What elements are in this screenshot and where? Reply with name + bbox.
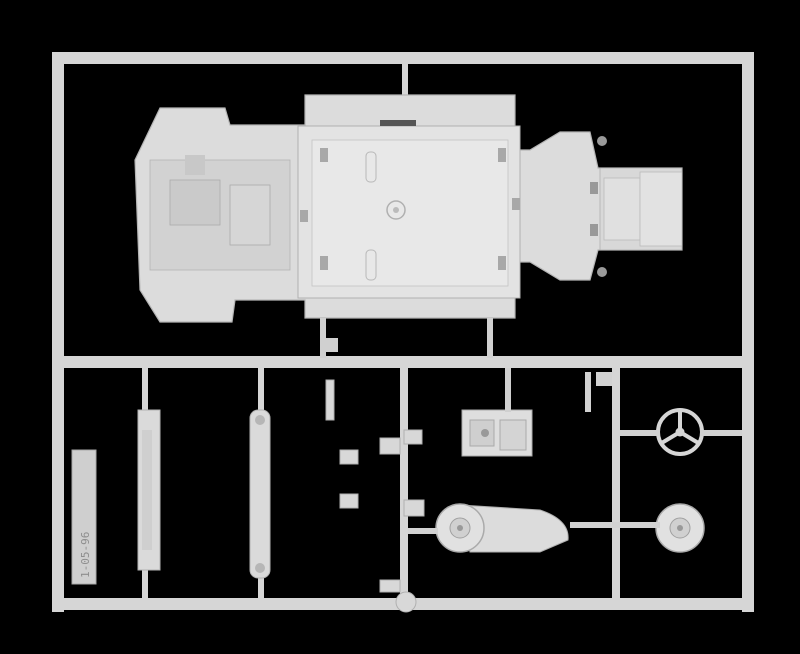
lower-right-gates — [408, 372, 742, 534]
sprue-tag-text: 1-05-96 — [79, 532, 92, 578]
chassis-part — [134, 94, 683, 323]
sprue-tag-plate: 1-05-96 — [71, 449, 97, 585]
side-rail-part-right — [249, 409, 271, 579]
wheel-part — [655, 503, 705, 553]
wheel-fender-part — [435, 503, 569, 553]
side-rail-part-left — [137, 409, 161, 571]
chassis-gates — [320, 318, 493, 358]
sprue-frame — [52, 52, 754, 612]
small-parts-cluster — [325, 379, 425, 613]
transmission-part — [461, 368, 533, 457]
